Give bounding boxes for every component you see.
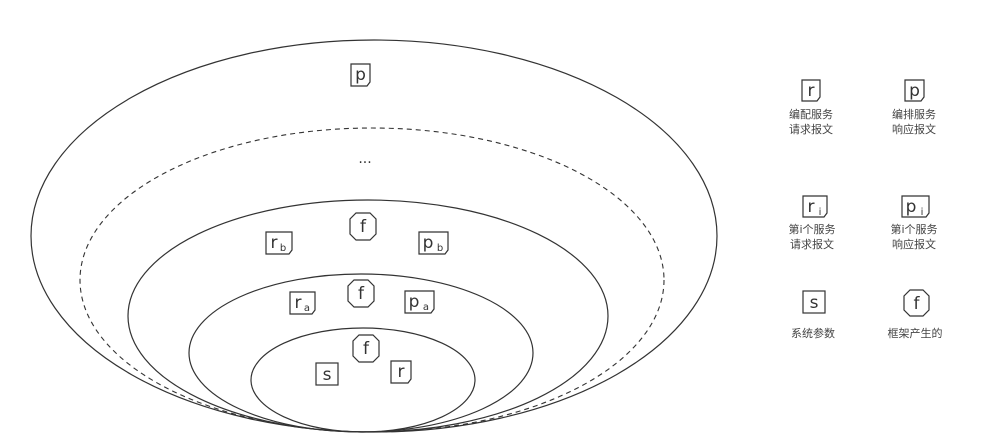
level-b-request-sub: b: [280, 243, 286, 254]
ellipsis-text: ...: [358, 151, 371, 167]
level-b-response-sub: b: [437, 243, 443, 254]
dashed-ellipse: [79, 127, 665, 433]
level-0-frame-octagon: f: [352, 334, 380, 363]
level-a-request-sub: a: [304, 303, 310, 314]
legend-request-line2: 请求报文: [789, 122, 833, 136]
level-0-request-letter: r: [398, 362, 405, 382]
level-a-request-box: r a: [289, 291, 316, 315]
level-b-ellipse: [127, 199, 609, 433]
legend-response-line1: 编排服务: [892, 107, 936, 121]
level-0-system-box: s: [315, 362, 339, 386]
level-a-frame-letter: f: [358, 284, 365, 304]
legend-item-response: p 编排服务 响应报文: [892, 79, 936, 136]
level-0-ellipse: [250, 327, 476, 433]
level-b-frame-octagon: f: [349, 212, 377, 241]
legend-framework-symbol: f: [914, 294, 921, 314]
legend-service-request-line1: 第i个服务: [788, 222, 835, 236]
outer-response-letter: p: [355, 65, 366, 85]
level-b-response-letter: p: [423, 233, 434, 253]
level-0-system-letter: s: [323, 365, 332, 385]
legend-service-response-line1: 第i个服务: [890, 222, 937, 236]
legend-system-symbol: s: [810, 293, 819, 313]
legend-framework-line1: 框架产生的: [888, 326, 943, 340]
legend-item-request: r 编配服务 请求报文: [789, 79, 833, 136]
level-a-frame-octagon: f: [347, 279, 375, 308]
legend-item-service-request: r i 第i个服务 请求报文: [788, 195, 836, 251]
level-b-response-box: p b: [418, 231, 449, 255]
legend-service-response-sub: i: [921, 207, 924, 218]
legend-service-response-symbol: p: [906, 197, 917, 217]
legend-response-line2: 响应报文: [892, 122, 936, 136]
level-b-frame-letter: f: [360, 217, 367, 237]
level-0-request-box: r: [390, 360, 412, 384]
outer-response-box: p: [350, 63, 371, 87]
level-0-frame-letter: f: [363, 339, 370, 359]
level-b-request-box: r b: [265, 231, 293, 255]
level-b-request-letter: r: [271, 233, 278, 253]
legend-item-framework: f 框架产生的: [888, 289, 943, 340]
legend-request-line1: 编配服务: [789, 107, 833, 121]
legend-item-service-response: p i 第i个服务 响应报文: [890, 195, 938, 251]
legend-service-request-sub: i: [819, 207, 822, 218]
level-a-response-box: p a: [404, 290, 435, 314]
legend-item-system-params: s 系统参数: [791, 290, 835, 340]
level-a-request-letter: r: [295, 293, 302, 313]
level-a-response-letter: p: [409, 292, 420, 312]
legend-request-symbol: r: [808, 81, 815, 101]
legend-system-line1: 系统参数: [791, 326, 835, 340]
legend-service-response-line2: 响应报文: [892, 237, 936, 251]
legend-response-symbol: p: [909, 81, 920, 101]
legend: r 编配服务 请求报文 p 编排服务 响应报文 r i 第i个服务 请求报文 p…: [788, 79, 943, 340]
legend-service-request-symbol: r: [808, 197, 815, 217]
level-a-response-sub: a: [423, 302, 429, 313]
legend-service-request-line2: 请求报文: [790, 237, 834, 251]
